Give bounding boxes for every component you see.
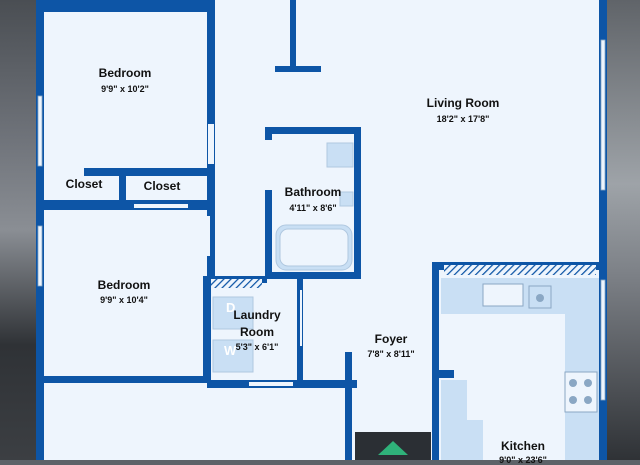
dryer-label: D: [226, 300, 236, 315]
hatched-wall-laundry: [211, 279, 262, 288]
foyer-dims: 7'8" x 8'11": [367, 349, 415, 359]
foyer-name: Foyer: [374, 332, 408, 346]
living-room-dims: 18'2" x 17'8": [436, 114, 490, 124]
bedroom-bottom-dims: 9'9" x 10'4": [100, 295, 148, 305]
door-openings: [44, 124, 344, 386]
closet-left-name: Closet: [65, 177, 103, 191]
kitchen-fixtures: [441, 278, 599, 460]
kitchen-name: Kitchen: [500, 439, 546, 453]
entry-arrow-icon: [378, 441, 408, 455]
bedroom-top-dims: 9'9" x 10'2": [101, 84, 149, 94]
bedroom-top-name: Bedroom: [98, 66, 152, 80]
windows: [37, 39, 606, 401]
washer-label: W: [224, 343, 237, 358]
hatched-wall-kitchen: [444, 265, 596, 275]
closet-right-name: Closet: [143, 179, 181, 193]
bathtub: [279, 228, 349, 267]
laundry-name-line2: Room: [240, 325, 274, 339]
laundry-name-line1: Laundry: [233, 308, 281, 322]
kitchen-dims: 9'0" x 23'6": [499, 455, 547, 465]
living-room-name: Living Room: [426, 96, 500, 110]
bathroom-dims: 4'11" x 8'6": [289, 203, 337, 213]
laundry-dims: 5'3" x 6'1": [235, 342, 279, 352]
background-blur-left: [0, 0, 40, 460]
laundry-fixtures: [212, 296, 254, 373]
bedroom-bottom-name: Bedroom: [97, 278, 151, 292]
bathroom-name: Bathroom: [284, 185, 342, 199]
